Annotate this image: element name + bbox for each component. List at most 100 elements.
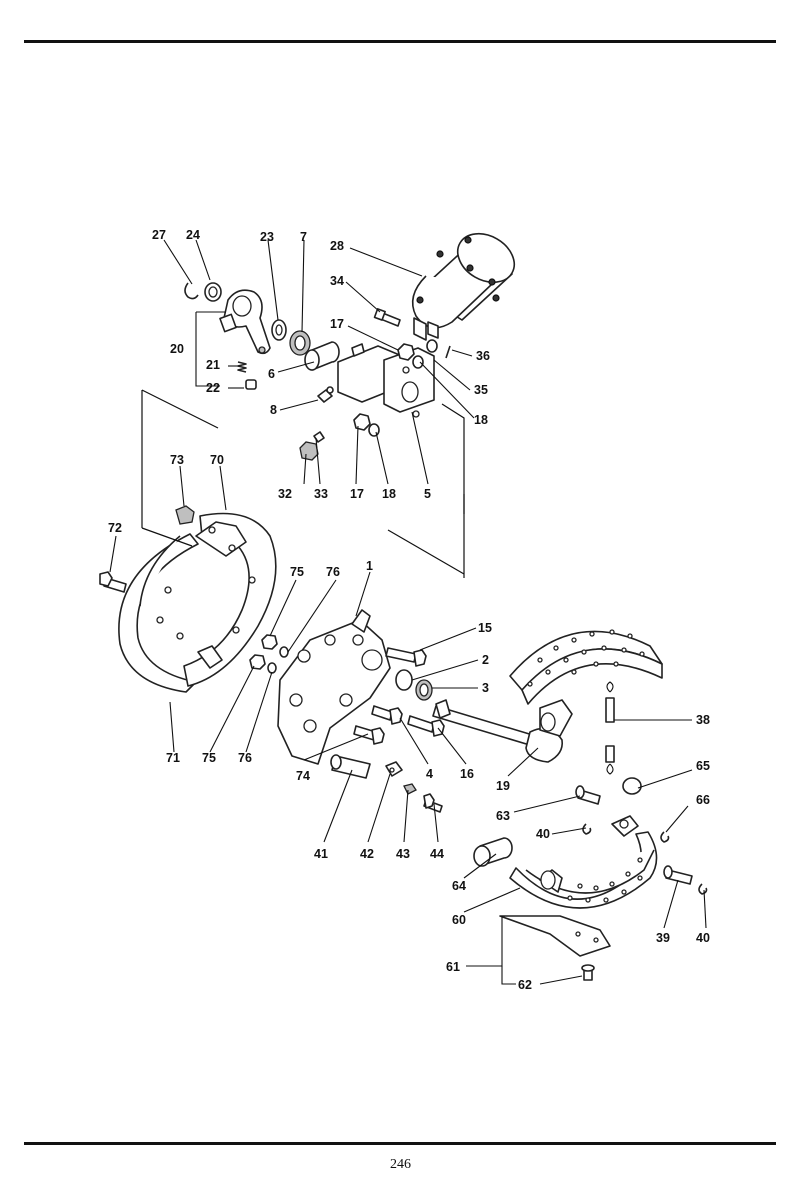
callout-76-upper: 76	[326, 565, 340, 579]
callout-17-upper: 17	[330, 317, 344, 331]
callout-41: 41	[314, 847, 328, 861]
pin-39	[663, 865, 693, 885]
brake-chamber-28	[411, 232, 516, 341]
screw-62	[581, 964, 595, 981]
lining-rivets-lower	[567, 857, 643, 903]
callout-18-upper: 18	[474, 413, 488, 427]
spider-1	[277, 609, 391, 765]
snap-ring-27	[184, 282, 199, 300]
callout-7: 7	[300, 230, 307, 244]
callout-66: 66	[696, 793, 710, 807]
lining-rivets-upper	[527, 629, 645, 687]
washer-23	[271, 319, 287, 341]
callout-61: 61	[446, 960, 460, 974]
callout-38: 38	[696, 713, 710, 727]
bushing-2	[395, 669, 413, 691]
callout-40-upper: 40	[536, 827, 550, 841]
callout-65: 65	[696, 759, 710, 773]
pin-63	[575, 785, 601, 805]
cotter-36	[445, 345, 451, 359]
seal-3	[415, 679, 433, 701]
washer-18-lower	[368, 423, 380, 437]
bolt-15	[385, 647, 427, 667]
callout-6: 6	[268, 367, 275, 381]
washer-76-upper	[279, 646, 289, 658]
bottom-rule	[24, 1142, 776, 1145]
clip-40-lower	[698, 883, 708, 895]
callout-39: 39	[656, 931, 670, 945]
nut-75-upper	[261, 634, 278, 650]
camshaft-bracket-5	[337, 343, 435, 418]
callout-62: 62	[518, 978, 532, 992]
bolt-16	[407, 715, 445, 737]
nut-32	[299, 441, 319, 461]
callout-40-lower: 40	[696, 931, 710, 945]
clip-40-upper	[582, 823, 592, 835]
roller-65	[622, 777, 642, 795]
callout-1: 1	[366, 559, 373, 573]
callout-72: 72	[108, 521, 122, 535]
callout-43: 43	[396, 847, 410, 861]
callout-36: 36	[476, 349, 490, 363]
callout-5: 5	[424, 487, 431, 501]
top-rule	[24, 40, 776, 43]
callout-24: 24	[186, 228, 200, 242]
callout-71: 71	[166, 751, 180, 765]
washer-43	[403, 783, 417, 795]
callout-22: 22	[206, 381, 220, 395]
callout-21: 21	[206, 358, 220, 372]
plug-22	[245, 379, 257, 390]
callout-20: 20	[170, 342, 184, 356]
spring-21	[237, 361, 247, 373]
bolt-74	[353, 725, 385, 745]
nut-75-lower	[249, 654, 266, 670]
brake-shoe-lining-upper	[509, 629, 663, 737]
callout-42: 42	[360, 847, 374, 861]
callout-60: 60	[452, 913, 466, 927]
callout-4: 4	[426, 767, 433, 781]
callout-16: 16	[460, 767, 474, 781]
bushing-64	[473, 837, 513, 867]
callout-44: 44	[430, 847, 444, 861]
plate-61	[499, 915, 611, 957]
washer-76-lower	[267, 662, 277, 674]
return-spring-38	[605, 681, 615, 775]
callout-27: 27	[152, 228, 166, 242]
grease-nipple-8	[317, 386, 334, 403]
callout-34: 34	[330, 274, 344, 288]
callout-28: 28	[330, 239, 344, 253]
slack-adjuster-20	[219, 289, 271, 355]
seal-7	[289, 330, 311, 356]
callout-18-lower: 18	[382, 487, 396, 501]
dust-shield-71	[118, 533, 199, 693]
callout-8: 8	[270, 403, 277, 417]
callout-32: 32	[278, 487, 292, 501]
callout-23: 23	[260, 230, 274, 244]
callout-3: 3	[482, 681, 489, 695]
callout-73: 73	[170, 453, 184, 467]
callout-75-upper: 75	[290, 565, 304, 579]
washer-24	[204, 282, 222, 302]
anchor-pin-41	[330, 754, 371, 779]
plate-42	[385, 761, 403, 777]
callout-74: 74	[296, 769, 310, 783]
callout-17-lower: 17	[350, 487, 364, 501]
nut-17-upper	[397, 343, 415, 361]
bolt-4	[371, 705, 403, 725]
brake-shoe-60	[509, 815, 658, 909]
callout-labels: 27 24 23 7 28 34 17 36 20 21 22 6 35 8 1…	[108, 228, 710, 992]
fitting-33	[313, 431, 325, 443]
callout-63: 63	[496, 809, 510, 823]
clip-66	[660, 831, 670, 843]
callout-76-lower: 76	[238, 751, 252, 765]
washer-18-upper	[412, 355, 424, 369]
callout-15: 15	[478, 621, 492, 635]
callout-70: 70	[210, 453, 224, 467]
clip-73	[175, 505, 195, 525]
bolt-34	[373, 308, 401, 327]
bolt-44	[423, 793, 443, 813]
callout-35: 35	[474, 383, 488, 397]
dust-shield-70	[156, 512, 277, 687]
